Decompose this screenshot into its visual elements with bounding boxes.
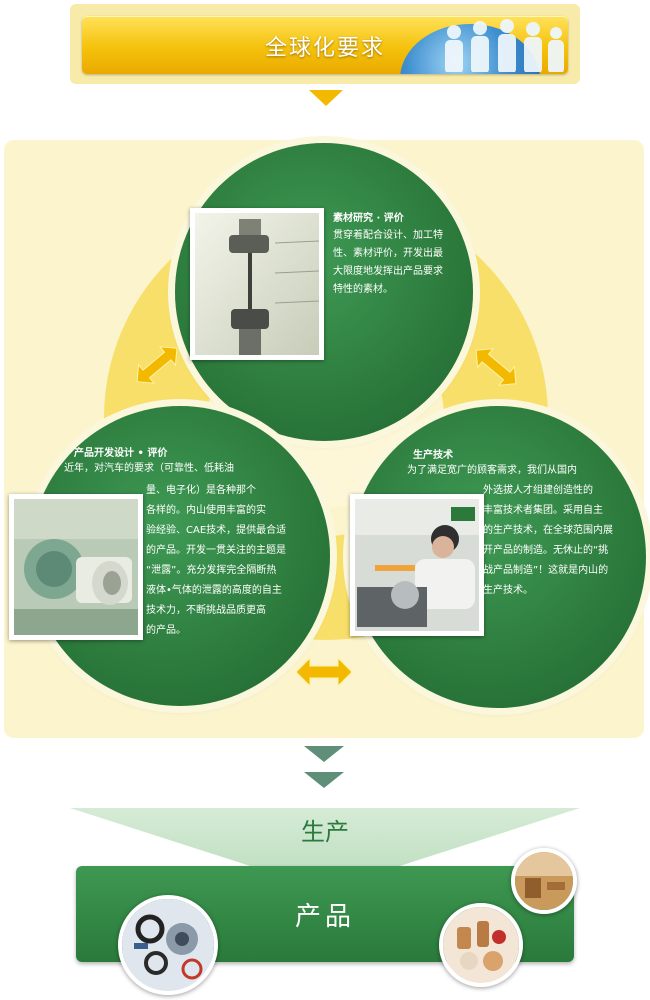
production-text-line-7: 生产技术。 xyxy=(483,585,533,596)
seal-parts-image xyxy=(122,899,214,991)
material-line: 性、素材评价，开发出最 xyxy=(333,248,443,259)
material-text: 贯穿着配合设计、加工特 性、素材评价，开发出最 大限度地发挥出产品要求 特性的素… xyxy=(333,227,473,299)
pump-machinery-image xyxy=(14,499,138,635)
factory-worker-image xyxy=(355,499,479,631)
design-title: 产品开发设计 • 评价 xyxy=(74,448,168,459)
seal-parts-photo xyxy=(118,895,218,995)
design-text-line-5: 的产品。开发一贯关注的主题是 xyxy=(146,545,286,556)
interior-image xyxy=(515,852,573,910)
design-text-line-9: 的产品。 xyxy=(146,625,186,636)
design-text-line-2: 量、电子化）是各种那个 xyxy=(146,485,256,496)
production-text-line-5: 开产品的制造。无休止的“挑 xyxy=(483,545,609,556)
people-silhouette-icon xyxy=(445,19,564,72)
production-title: 生产技术 xyxy=(413,450,453,461)
material-line: 特性的素材。 xyxy=(333,284,393,295)
header-bar: 全球化要求 xyxy=(82,16,568,74)
double-arrow-icon xyxy=(129,342,185,388)
tensile-test-image xyxy=(195,213,319,355)
production-text-line-2: 外选拔人才组建创造性的 xyxy=(483,485,593,496)
design-text-line-8: 技术力，不断挑战品质更高 xyxy=(146,605,266,616)
material-photo xyxy=(190,208,324,360)
down-arrow-icon xyxy=(309,90,343,106)
design-text-line-4: 验经验、CAE技术，提供最合适 xyxy=(146,525,287,536)
double-arrow-icon xyxy=(468,344,524,390)
product-label: 产品 xyxy=(294,902,355,932)
production-arrow xyxy=(70,808,580,890)
design-photo xyxy=(9,494,143,640)
components-photo xyxy=(439,903,523,987)
production-label: 生产 xyxy=(301,818,349,846)
interior-photo xyxy=(511,848,577,914)
production-text-line-3: 丰富技术者集团。采用自主 xyxy=(483,505,603,516)
chevron-down-icon xyxy=(304,746,344,762)
material-title: 素材研究 · 评价 xyxy=(333,213,404,224)
design-text-line-1: 近年，对汽车的要求（可靠性、低耗油 xyxy=(64,463,234,474)
production-text-line-4: 的生产技术，在全球范围内展 xyxy=(483,525,613,536)
production-photo xyxy=(350,494,484,636)
design-text-line-7: 液体•气体的泄露的高度的自主 xyxy=(146,585,282,596)
production-text-line-1: 为了满足宽广的顾客需求，我们从国内 xyxy=(407,465,577,476)
double-arrow-icon xyxy=(294,655,354,689)
material-line: 大限度地发挥出产品要求 xyxy=(333,266,443,277)
design-text-line-3: 各样的。内山使用丰富的实 xyxy=(146,505,266,516)
components-image xyxy=(443,907,519,983)
header-title: 全球化要求 xyxy=(264,36,385,61)
production-text-line-6: 战产品制造”！这就是内山的 xyxy=(483,565,609,576)
design-text-line-6: “泄露”。充分发挥完全隔断热 xyxy=(146,565,277,576)
material-line: 贯穿着配合设计、加工特 xyxy=(333,230,443,241)
chevron-down-icon xyxy=(304,772,344,788)
